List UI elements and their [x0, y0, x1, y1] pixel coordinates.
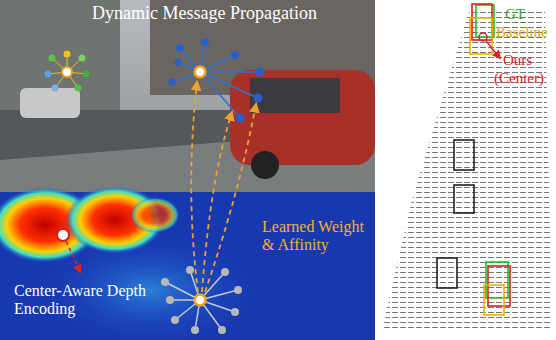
legend-label: Ours [503, 52, 551, 69]
legend-label: GT [505, 6, 553, 23]
panel-title: Dynamic Message Propagation [92, 4, 362, 24]
annotation-label: Learned Weight & Affinity [262, 218, 370, 253]
annotation-label: Center-Aware Depth Encoding [14, 282, 154, 317]
legend-label: (Center) [494, 70, 554, 87]
legend-label: Baseline [496, 24, 554, 41]
